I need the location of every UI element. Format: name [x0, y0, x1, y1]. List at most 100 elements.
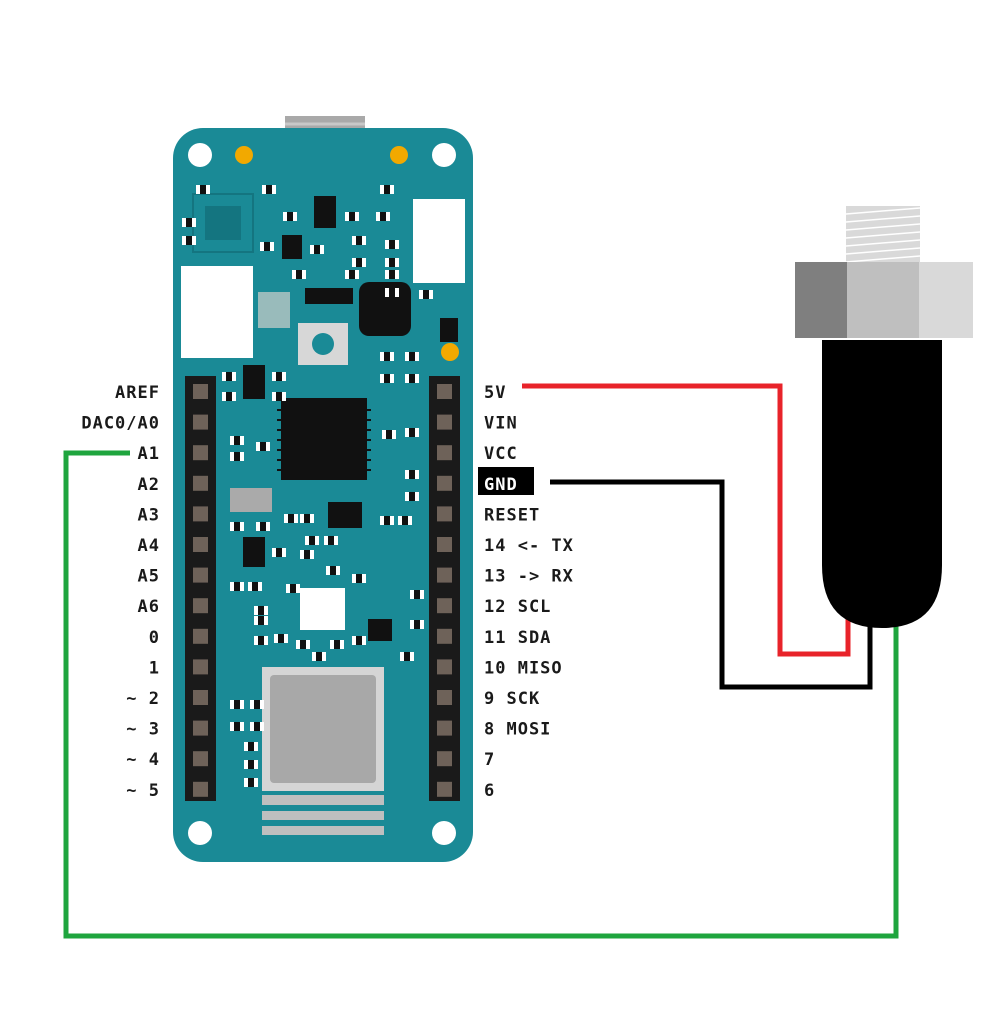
header-pin: [193, 445, 208, 461]
radio-module-can: [270, 675, 376, 783]
smd-component-body: [389, 240, 395, 249]
header-pin: [437, 445, 452, 461]
pin-label-left: ~ 5: [126, 781, 160, 801]
mount-hole: [432, 143, 456, 167]
header-pin: [193, 720, 208, 736]
smd-component-body: [248, 778, 254, 787]
smd-component-body: [409, 470, 415, 479]
pin-label-right: 13 -> RX: [484, 567, 574, 587]
gold-pad: [441, 343, 459, 361]
antenna-connector: [413, 199, 465, 283]
pin-label-left: AREF: [115, 383, 160, 403]
mount-hole: [188, 821, 212, 845]
gold-pad: [390, 146, 408, 164]
smd-component-body: [386, 430, 392, 439]
left-header-pins: [193, 384, 208, 797]
sensor-body: [822, 340, 942, 628]
smd-component-body: [384, 352, 390, 361]
pin-label-left: A1: [138, 444, 160, 464]
chip: [440, 318, 458, 342]
header-pin: [437, 751, 452, 767]
smd-component-body: [248, 760, 254, 769]
smd-component-body: [252, 582, 258, 591]
smd-component-body: [409, 352, 415, 361]
pin-label-left: 0: [149, 628, 160, 648]
smd-component-body: [330, 566, 336, 575]
pin-label-right: 12 SCL: [484, 597, 551, 617]
smd-component-body: [264, 242, 270, 251]
led: [300, 588, 345, 630]
smd-component-body: [276, 392, 282, 401]
header-pin: [193, 384, 208, 399]
reset-button-cap[interactable]: [312, 333, 334, 355]
smd-component-body: [226, 372, 232, 381]
pin-label-right: 6: [484, 781, 495, 801]
header-pin: [437, 475, 452, 491]
arduino-mkr-board: [173, 116, 473, 862]
sensor-thread-lines: [845, 207, 921, 263]
smd-component-body: [290, 584, 296, 593]
header-pin: [193, 537, 208, 552]
smd-component-body: [234, 722, 240, 731]
header-pin: [437, 690, 452, 705]
smd-component-body: [356, 574, 362, 583]
mount-hole: [188, 143, 212, 167]
pin-label-right: RESET: [484, 505, 540, 525]
header-pin: [437, 506, 452, 522]
water-pressure-sensor: [795, 206, 973, 628]
header-pin: [437, 628, 452, 644]
smd-component-body: [380, 212, 386, 221]
wire-gnd: [550, 479, 873, 690]
smd-component-body: [276, 372, 282, 381]
chip: [243, 537, 265, 567]
chip: [328, 502, 362, 528]
smd-component-body: [409, 428, 415, 437]
header-pin: [193, 628, 208, 644]
microcontroller-pins: [277, 409, 371, 471]
smd-component-body: [334, 640, 340, 649]
smd-component-body: [234, 436, 240, 445]
pin-label-left: ~ 3: [126, 720, 160, 740]
header-pin: [193, 567, 208, 583]
pin-label-right: 5V: [484, 383, 506, 403]
header-pin: [193, 781, 208, 797]
header-pin: [437, 384, 452, 399]
header-pin: [193, 414, 208, 430]
smd-component-body: [276, 548, 282, 557]
gnd-highlight-box: [478, 467, 534, 495]
smd-component-body: [186, 236, 192, 245]
pin-label-right: 7: [484, 750, 495, 770]
header-pin: [437, 414, 452, 430]
smd-component-body: [389, 288, 395, 297]
smd-component-body: [234, 452, 240, 461]
smd-component-body: [254, 700, 260, 709]
sensor-hex-nut-left: [795, 262, 847, 338]
chip: [282, 235, 302, 259]
header-pin: [193, 751, 208, 767]
chip: [305, 288, 353, 304]
smd-component-body: [356, 236, 362, 245]
smd-component-body: [404, 652, 410, 661]
pin-label-left: ~ 4: [126, 750, 160, 770]
header-pin: [437, 537, 452, 552]
pin-label-left: 1: [149, 658, 160, 678]
chip: [258, 292, 290, 328]
pin-label-right: VCC: [484, 444, 518, 464]
header-pin: [193, 690, 208, 705]
smd-component-body: [248, 742, 254, 751]
smd-component-body: [384, 374, 390, 383]
battery-connector: [181, 266, 253, 358]
smd-component-body: [389, 258, 395, 267]
smd-component-body: [258, 636, 264, 645]
smd-component-body: [234, 582, 240, 591]
smd-component-body: [258, 606, 264, 615]
smd-component-body: [226, 392, 232, 401]
smd-component-body: [254, 722, 260, 731]
smd-component-body: [288, 514, 294, 523]
smd-component-body: [287, 212, 293, 221]
header-pin: [193, 475, 208, 491]
pin-label-right: 14 <- TX: [484, 536, 574, 556]
chip: [230, 488, 272, 512]
